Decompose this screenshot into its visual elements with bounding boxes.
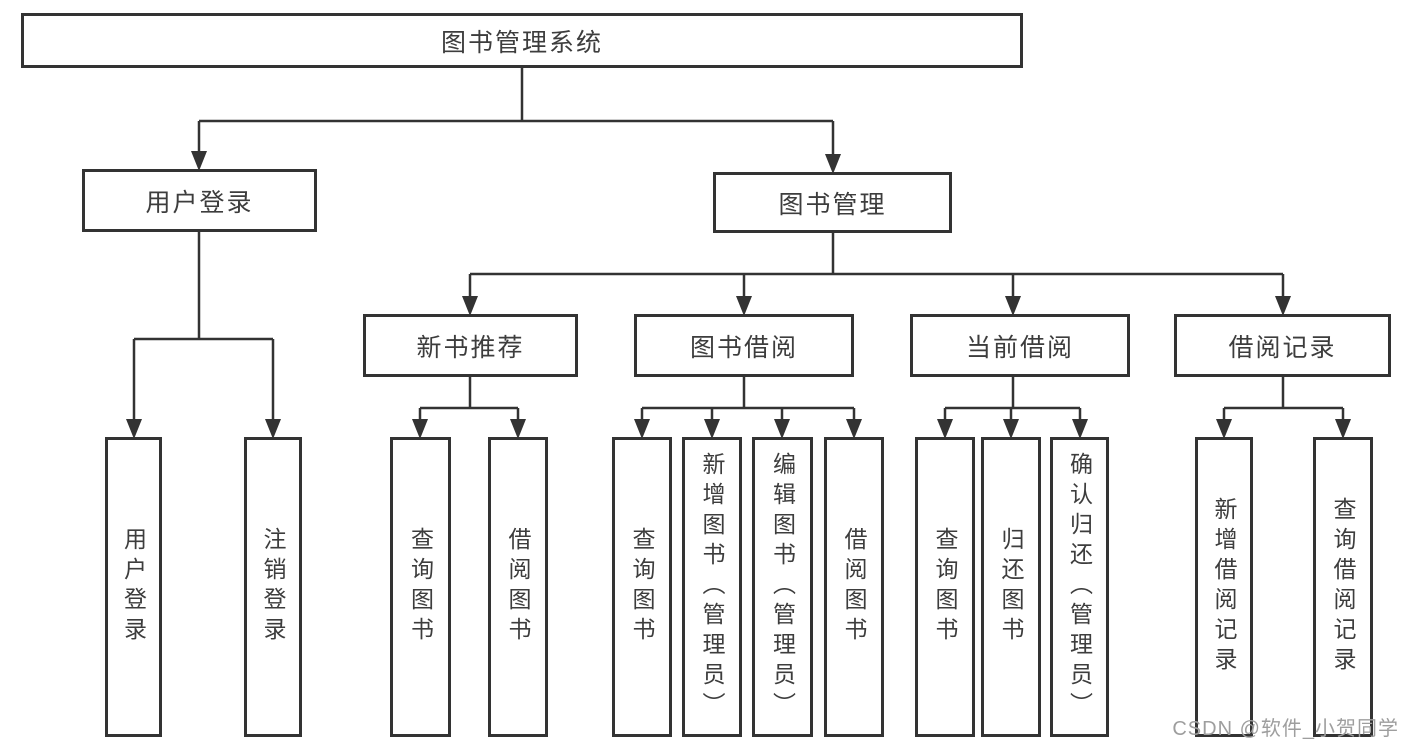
arrow-down-icon [1216, 419, 1232, 439]
leaf-add-borrow-record: 新增借阅记录 [1195, 437, 1253, 737]
arrow-down-icon [1003, 419, 1019, 439]
arrow-down-icon [825, 154, 841, 174]
arrow-down-icon [846, 419, 862, 439]
csdn-watermark: CSDN @软件_小贺同学 [1172, 718, 1399, 740]
node-current-borrow: 当前借阅 [910, 314, 1130, 377]
leaf-user-login: 用户登录 [105, 437, 162, 737]
node-user-login: 用户登录 [82, 169, 317, 232]
leaf-borrow-book-recommend: 借阅图书 [488, 437, 548, 737]
arrow-down-icon [736, 296, 752, 316]
leaf-confirm-return-admin: 确认归还（管理员） [1050, 437, 1109, 737]
arrow-down-icon [126, 419, 142, 439]
leaf-query-book-current: 查询图书 [915, 437, 975, 737]
leaf-query-borrow-record: 查询借阅记录 [1313, 437, 1373, 737]
arrow-down-icon [774, 419, 790, 439]
arrow-down-icon [462, 296, 478, 316]
arrow-down-icon [704, 419, 720, 439]
leaf-edit-book-admin: 编辑图书（管理员） [752, 437, 813, 737]
leaf-return-book: 归还图书 [981, 437, 1041, 737]
node-borrow-record: 借阅记录 [1174, 314, 1391, 377]
arrow-down-icon [191, 151, 207, 171]
arrow-down-icon [937, 419, 953, 439]
arrow-down-icon [1072, 419, 1088, 439]
leaf-logout-login: 注销登录 [244, 437, 302, 737]
node-book-borrow: 图书借阅 [634, 314, 854, 377]
node-library-management-system: 图书管理系统 [21, 13, 1023, 68]
node-new-book-recommend: 新书推荐 [363, 314, 578, 377]
leaf-query-book-recommend: 查询图书 [390, 437, 451, 737]
arrow-down-icon [1275, 296, 1291, 316]
arrow-down-icon [1005, 296, 1021, 316]
leaf-borrow-book: 借阅图书 [824, 437, 884, 737]
arrow-down-icon [510, 419, 526, 439]
arrow-down-icon [412, 419, 428, 439]
arrow-down-icon [265, 419, 281, 439]
leaf-query-book-borrow: 查询图书 [612, 437, 672, 737]
leaf-add-book-admin: 新增图书（管理员） [682, 437, 742, 737]
arrow-down-icon [634, 419, 650, 439]
node-book-management: 图书管理 [713, 172, 952, 233]
arrow-down-icon [1335, 419, 1351, 439]
